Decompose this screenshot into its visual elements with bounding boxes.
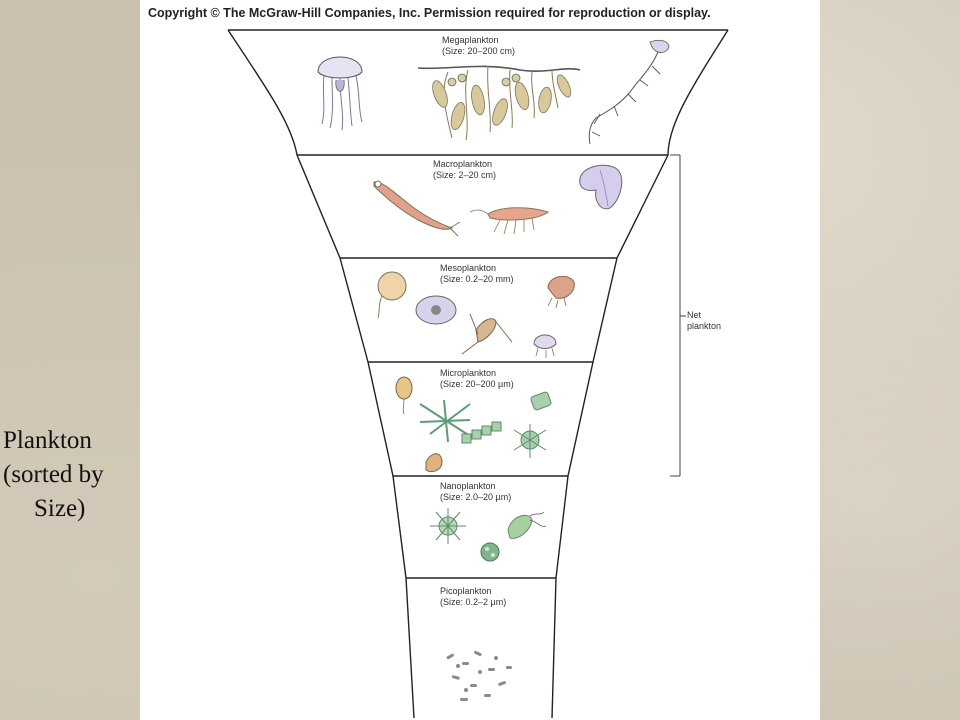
level-size-macroplankton: (Size: 2–20 cm): [433, 170, 496, 180]
slide-title-line-1: Plankton: [3, 427, 92, 454]
funnel-left-edge: [227, 29, 415, 719]
ctenophore-illustration: [579, 164, 623, 210]
small-medusa-illustration: [533, 334, 557, 358]
level-name-macroplankton: Macroplankton: [433, 159, 492, 169]
net-plankton-bracket: [670, 154, 686, 477]
krill-illustration: [469, 207, 550, 235]
diatom-chain-illustration: [461, 421, 502, 444]
slide-title: Plankton (sorted by Size): [0, 424, 140, 526]
jellyfish-illustration: [317, 56, 363, 131]
radiolarian-illustration: [513, 424, 547, 458]
pteropod-illustration: [377, 271, 407, 319]
chain-diatom-illustration: [419, 399, 471, 443]
level-size-megaplankton: (Size: 20–200 cm): [442, 46, 515, 56]
level-size-picoplankton: (Size: 0.2–2 µm): [440, 597, 506, 607]
slide-title-line-2: (sorted by: [3, 461, 104, 488]
level-name-mesoplankton: Mesoplankton: [440, 263, 496, 273]
level-name-megaplankton: Megaplankton: [442, 35, 499, 45]
arrow-worm-illustration: [373, 180, 461, 237]
level-size-mesoplankton: (Size: 0.2–20 mm): [440, 274, 514, 284]
copepod-illustration: [461, 313, 513, 355]
figure-panel: [140, 0, 820, 720]
net-plankton-label-line-1: Net: [687, 310, 702, 320]
siphonophore-illustration: [588, 40, 670, 145]
slide-title-line-3: Size): [34, 495, 86, 522]
tintinnid-illustration: [425, 453, 443, 473]
dinoflagellate-illustration: [395, 376, 413, 415]
amphipod-illustration: [547, 275, 575, 309]
level-size-microplankton: (Size: 20–200 µm): [440, 379, 514, 389]
level-name-microplankton: Microplankton: [440, 368, 496, 378]
coccolith-ball-illustration: [480, 542, 500, 562]
picoplankton-bacteria-illustration: [446, 650, 512, 701]
seaweed-illustration: [417, 65, 581, 141]
funnel-right-edge: [551, 29, 729, 719]
flagellate-illustration: [507, 511, 547, 539]
larva-illustration: [415, 295, 457, 325]
level-name-picoplankton: Picoplankton: [440, 586, 492, 596]
net-plankton-label-line-2: plankton: [687, 321, 721, 331]
level-size-nanoplankton: (Size: 2.0–20 µm): [440, 492, 511, 502]
funnel-outline: [227, 29, 729, 719]
level-name-nanoplankton: Nanoplankton: [440, 481, 496, 491]
coccolithophore-star-illustration: [430, 508, 466, 544]
centric-diatom-illustration: [530, 391, 552, 411]
copyright-notice: Copyright © The McGraw-Hill Companies, I…: [148, 6, 711, 20]
